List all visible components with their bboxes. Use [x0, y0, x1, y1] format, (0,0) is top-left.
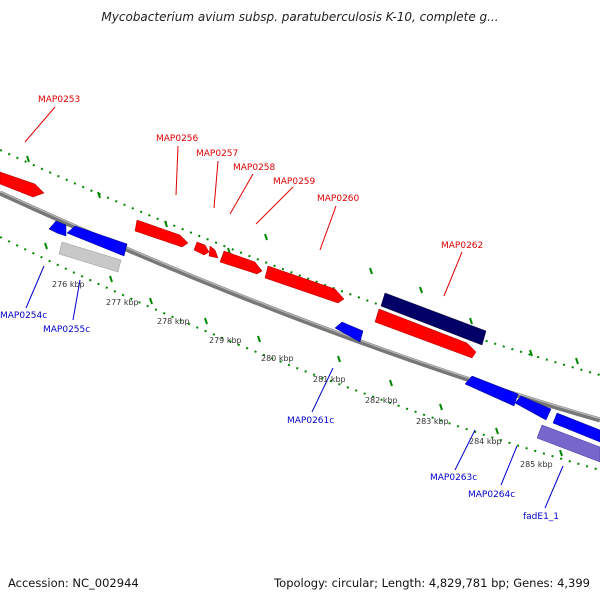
gene-label-MAP0264c[interactable]: MAP0264c [468, 490, 515, 500]
gene-label-MAP0253[interactable]: MAP0253 [38, 95, 80, 105]
gene-MAP0255c[interactable] [66, 225, 128, 257]
accession-text: Accession: NC_002944 [8, 576, 139, 590]
tick-label-280: 280 kbp [261, 354, 294, 363]
gene-MAP0253[interactable] [0, 171, 45, 198]
gene-edge-blue[interactable] [552, 412, 600, 443]
gene-label-fadE1_1[interactable]: fadE1_1 [523, 512, 559, 522]
tick-label-285: 285 kbp [520, 460, 553, 469]
tick-label-279: 279 kbp [209, 336, 242, 345]
reverse-genes [48, 220, 600, 463]
gene-label-MAP0258[interactable]: MAP0258 [233, 163, 276, 173]
gene-label-MAP0254c[interactable]: MAP0254c [0, 311, 47, 321]
gene-MAP0262[interactable] [374, 308, 477, 359]
gene-MAP0258[interactable] [208, 245, 219, 259]
gene-label-MAP0260[interactable]: MAP0260 [317, 194, 360, 204]
tick-label-282: 282 kbp [365, 396, 398, 405]
gene-MAP0260[interactable] [264, 265, 345, 304]
gene-label-MAP0256[interactable]: MAP0256 [156, 134, 199, 144]
gene-label-MAP0257[interactable]: MAP0257 [196, 149, 238, 159]
gene-label-MAP0262[interactable]: MAP0262 [441, 241, 483, 251]
forward-genes [0, 171, 487, 359]
gene-MAP0256[interactable] [134, 219, 189, 248]
gene-MAP0262-selected[interactable] [380, 292, 487, 346]
tick-label-278: 278 kbp [157, 317, 190, 326]
gene-MAP0261c[interactable] [334, 321, 364, 343]
tick-label-281: 281 kbp [313, 375, 346, 384]
gene-MAP0263c[interactable] [464, 375, 519, 407]
tick-label-276: 276 kbp [52, 280, 85, 289]
genome-backbone [0, 190, 600, 423]
gene-fadE1_1[interactable] [536, 424, 600, 463]
gene-MAP0254c[interactable] [48, 220, 67, 237]
map-title: Mycobacterium avium subsp. paratuberculo… [101, 10, 499, 24]
outer-tick-track [0, 149, 600, 376]
tick-label-284: 284 kbp [469, 437, 502, 446]
gene-label-MAP0261c[interactable]: MAP0261c [287, 416, 334, 426]
gene-MAP0257[interactable] [193, 241, 210, 256]
gene-MAP0259[interactable] [219, 250, 263, 275]
major-ticks [26, 155, 579, 457]
tick-label-277: 277 kbp [106, 298, 139, 307]
gene-label-MAP0259[interactable]: MAP0259 [273, 177, 316, 187]
gene-label-MAP0255c[interactable]: MAP0255c [43, 325, 90, 335]
genome-backbone-highlight [0, 190, 600, 420]
inner-tick-track [0, 236, 600, 471]
gene-MAP0264c[interactable] [514, 395, 552, 421]
tick-label-283: 283 kbp [416, 417, 449, 426]
reverse-leaders [25, 265, 564, 509]
gene-label-MAP0263c[interactable]: MAP0263c [430, 473, 477, 483]
forward-leaders [24, 106, 463, 297]
genome-summary: Topology: circular; Length: 4,829,781 bp… [274, 576, 590, 590]
gene-pseudo[interactable] [58, 241, 122, 273]
